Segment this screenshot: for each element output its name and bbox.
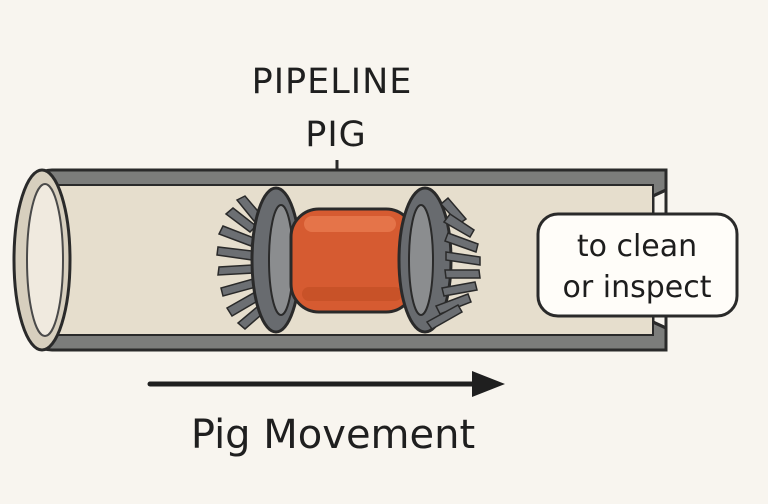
title-line-1: PIPELINE (252, 62, 413, 102)
purpose-callout-line-2: or inspect (563, 270, 712, 305)
left-disc-inner (268, 204, 294, 316)
title-line-2: PIG (305, 115, 367, 155)
right-brush-bristles (425, 196, 481, 330)
purpose-callout: to clean or inspect (536, 212, 739, 318)
movement-arrow-head (472, 371, 505, 397)
pig-body-shadow (302, 287, 402, 301)
purpose-callout-line-1: to clean (577, 229, 697, 264)
movement-label: Pig Movement (191, 412, 475, 458)
right-arrow-icon (147, 371, 505, 397)
right-disc-inner (408, 204, 434, 316)
pipeline-pig (216, 186, 481, 334)
pipe-left-inner-opening (26, 183, 64, 337)
pig-body-highlight (304, 216, 396, 232)
purpose-callout-box (536, 212, 739, 318)
